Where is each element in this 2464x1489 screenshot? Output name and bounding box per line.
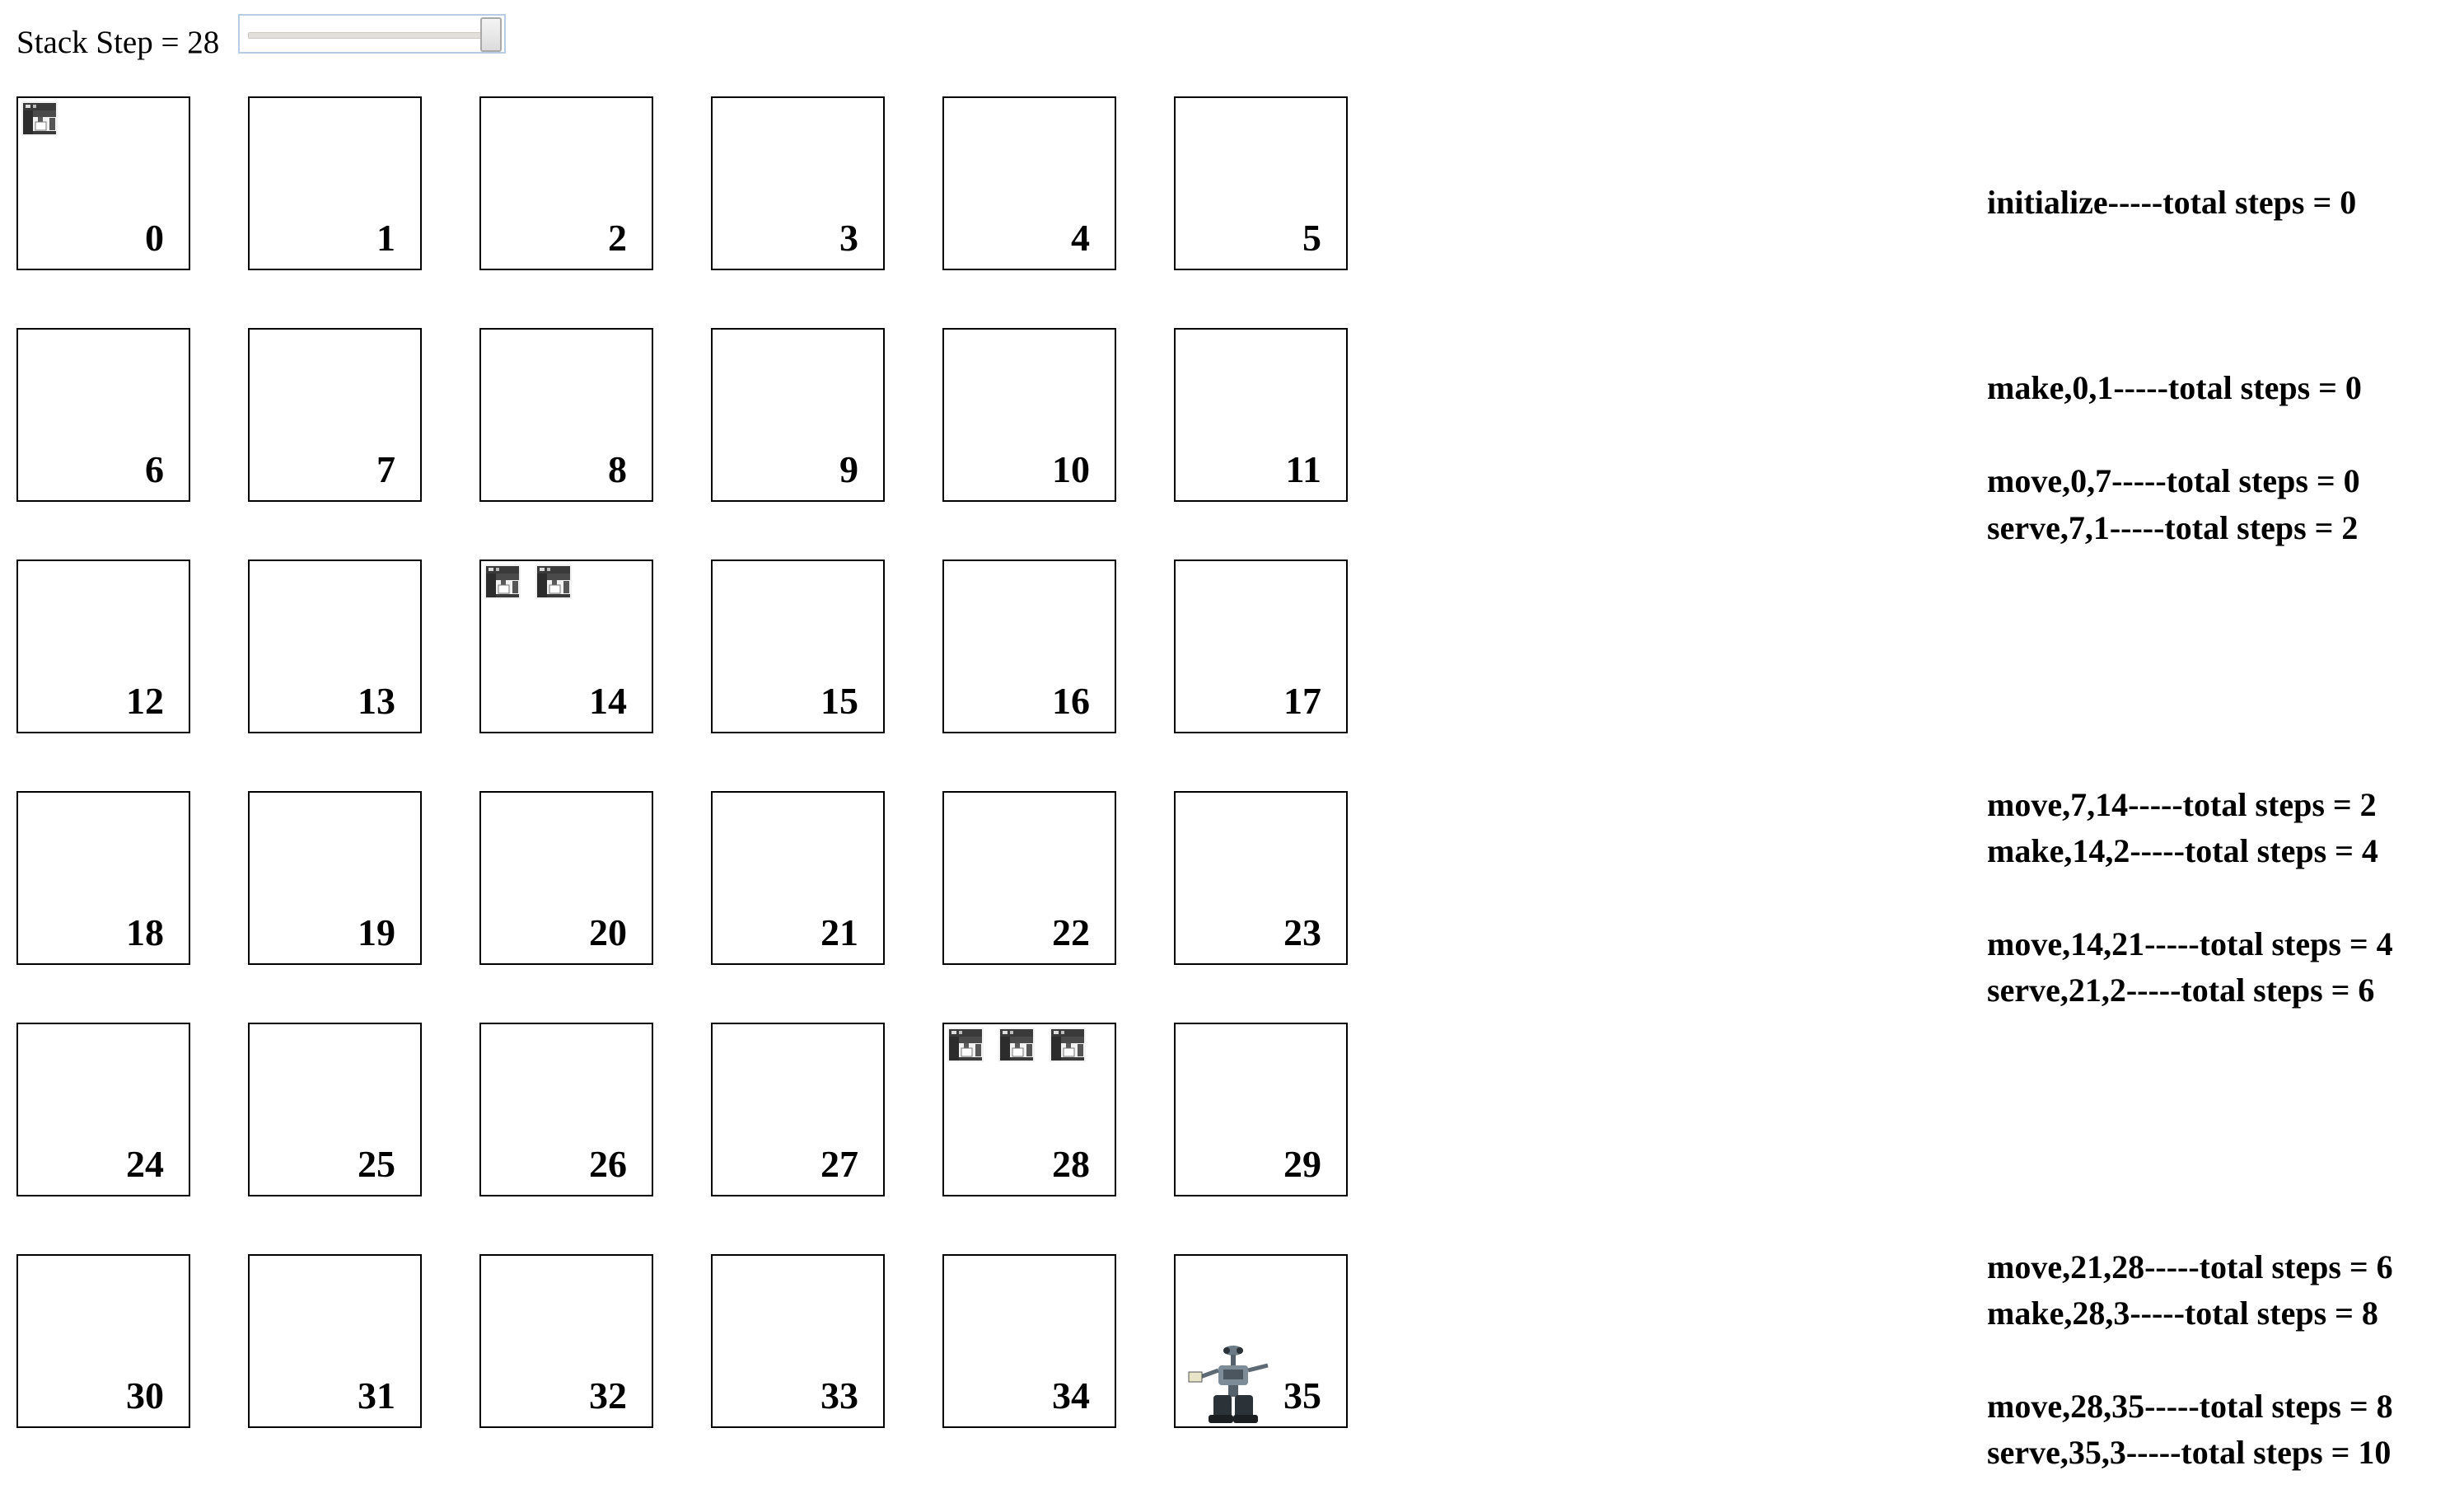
coffee-machine-icon [20,100,59,138]
cell-number: 4 [1071,217,1090,259]
grid-cell-17: 17 [1174,560,1348,733]
cell-number: 28 [1052,1143,1090,1185]
machine-stack [20,100,59,138]
cell-number: 23 [1283,911,1321,953]
grid-cell-18: 18 [16,791,190,965]
log-entry: move,14,21-----total steps = 4 [1987,925,2393,962]
grid-cell-34: 34 [942,1254,1116,1428]
grid-cell-4: 4 [942,96,1116,270]
cell-number: 35 [1283,1374,1321,1416]
coffee-machine-icon [483,563,522,601]
cell-number: 7 [376,448,395,490]
cell-number: 20 [589,911,627,953]
log-entry: serve,35,3-----total steps = 10 [1987,1434,2392,1471]
machine-stack [946,1026,1087,1064]
cell-number: 26 [589,1143,627,1185]
cell-number: 29 [1283,1143,1321,1185]
cell-number: 9 [839,448,858,490]
grid-cell-33: 33 [711,1254,885,1428]
grid-cell-30: 30 [16,1254,190,1428]
grid-cell-1: 1 [248,96,422,270]
log-entry: make,0,1-----total steps = 0 [1987,369,2362,406]
log-entry: initialize-----total steps = 0 [1987,184,2357,221]
grid-cell-10: 10 [942,328,1116,502]
log-entry: serve,21,2-----total steps = 6 [1987,972,2375,1009]
grid-cell-12: 12 [16,560,190,733]
log-entry: move,7,14-----total steps = 2 [1987,786,2377,823]
grid-cell-35: 35 [1174,1254,1348,1428]
cell-number: 17 [1283,680,1321,722]
grid-cell-14: 14 [479,560,653,733]
cell-number: 25 [358,1143,395,1185]
cell-number: 11 [1285,448,1321,490]
log-entry: move,28,35-----total steps = 8 [1987,1388,2393,1425]
cell-number: 8 [608,448,627,490]
coffee-machine-icon [946,1026,985,1064]
grid-cell-16: 16 [942,560,1116,733]
grid-cell-27: 27 [711,1023,885,1196]
grid-cell-15: 15 [711,560,885,733]
cell-number: 18 [126,911,164,953]
coffee-machine-icon [997,1026,1036,1064]
log-entry: make,28,3-----total steps = 8 [1987,1295,2378,1332]
grid-cell-31: 31 [248,1254,422,1428]
grid-cell-6: 6 [16,328,190,502]
cell-number: 6 [145,448,164,490]
cell-number: 15 [821,680,858,722]
log-entry: make,14,2-----total steps = 4 [1987,832,2378,869]
grid-cell-24: 24 [16,1023,190,1196]
grid-cell-11: 11 [1174,328,1348,502]
coffee-machine-icon [1048,1026,1087,1064]
grid-cell-21: 21 [711,791,885,965]
grid-cell-13: 13 [248,560,422,733]
cell-number: 14 [589,680,627,722]
cell-number: 22 [1052,911,1090,953]
cell-number: 32 [589,1374,627,1416]
grid-cell-9: 9 [711,328,885,502]
grid-cell-2: 2 [479,96,653,270]
log-entry: serve,7,1-----total steps = 2 [1987,509,2359,546]
slider-track[interactable] [248,32,498,39]
cell-number: 12 [126,680,164,722]
grid-cell-3: 3 [711,96,885,270]
grid-cell-29: 29 [1174,1023,1348,1196]
grid-cell-8: 8 [479,328,653,502]
log-entry: move,0,7-----total steps = 0 [1987,462,2360,499]
cell-number: 10 [1052,448,1090,490]
cell-number: 0 [145,217,164,259]
cell-number: 2 [608,217,627,259]
cell-number: 3 [839,217,858,259]
cell-number: 27 [821,1143,858,1185]
grid-cell-20: 20 [479,791,653,965]
log-entry: move,21,28-----total steps = 6 [1987,1248,2393,1285]
cell-number: 21 [821,911,858,953]
cell-number: 24 [126,1143,164,1185]
cell-number: 16 [1052,680,1090,722]
cell-number: 13 [358,680,395,722]
stack-step-slider[interactable] [238,14,506,54]
grid-cell-25: 25 [248,1023,422,1196]
cell-number: 31 [358,1374,395,1416]
slider-thumb[interactable] [480,17,502,52]
grid-cell-22: 22 [942,791,1116,965]
grid-cell-32: 32 [479,1254,653,1428]
grid-cell-0: 0 [16,96,190,270]
grid-cell-26: 26 [479,1023,653,1196]
cell-number: 5 [1302,217,1321,259]
cell-number: 33 [821,1374,858,1416]
grid-cell-19: 19 [248,791,422,965]
machine-stack [483,563,573,601]
grid-cell-28: 28 [942,1023,1116,1196]
cell-number: 19 [358,911,395,953]
cell-number: 30 [126,1374,164,1416]
grid-cell-7: 7 [248,328,422,502]
grid-cell-23: 23 [1174,791,1348,965]
stack-step-label: Stack Step = 28 [16,25,220,60]
cell-number: 34 [1052,1374,1090,1416]
cell-number: 1 [376,217,395,259]
robot-icon [1176,1341,1291,1426]
coffee-machine-icon [534,563,573,601]
grid-cell-5: 5 [1174,96,1348,270]
